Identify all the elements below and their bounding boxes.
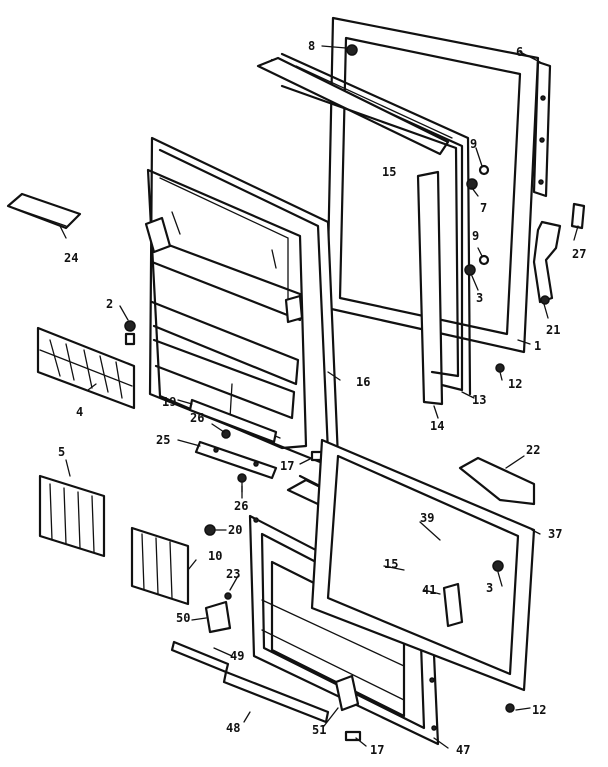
- label-15b: 15: [384, 557, 398, 571]
- label-22: 22: [526, 443, 540, 457]
- lower-vent-grille: [130, 526, 190, 606]
- label-7: 7: [480, 201, 487, 215]
- label-12a: 12: [508, 377, 522, 391]
- label-5: 5: [58, 445, 65, 459]
- label-9a: 9: [470, 137, 477, 151]
- label-41: 41: [422, 583, 436, 597]
- clip-50: [204, 600, 232, 634]
- label-37: 37: [548, 527, 562, 541]
- door-handle: [458, 456, 536, 506]
- label-6: 6: [516, 45, 523, 59]
- label-20: 20: [228, 523, 242, 537]
- hinge-bracket: [532, 220, 562, 305]
- screw-23: [224, 592, 232, 600]
- label-2: 2: [106, 297, 113, 311]
- hinge-cap: [570, 202, 586, 230]
- label-17a: 17: [280, 459, 294, 473]
- screw-9a: [478, 164, 490, 176]
- screw-12a: [495, 363, 505, 373]
- upper-grille: [36, 326, 136, 410]
- screw-3a: [464, 264, 476, 276]
- label-1: 1: [534, 339, 541, 353]
- label-50: 50: [176, 611, 190, 625]
- label-15a: 15: [382, 165, 396, 179]
- screw-8: [346, 44, 358, 56]
- label-16: 16: [356, 375, 370, 389]
- label-4: 4: [76, 405, 83, 419]
- screw-9b: [478, 254, 490, 266]
- label-23: 23: [226, 567, 240, 581]
- label-3b: 3: [486, 581, 493, 595]
- label-51: 51: [312, 723, 326, 737]
- upper-door-inner-frame: [280, 84, 460, 378]
- label-12b: 12: [532, 703, 546, 717]
- label-26b: 26: [234, 499, 248, 513]
- screw-3b: [492, 560, 504, 572]
- label-48: 48: [226, 721, 240, 735]
- leader-lines: [59, 45, 579, 749]
- label-49: 49: [230, 649, 244, 663]
- screw-12b: [505, 703, 515, 713]
- label-25: 25: [156, 433, 170, 447]
- label-8: 8: [308, 39, 315, 53]
- hinge-strip: [532, 60, 552, 198]
- lower-grille: [38, 474, 106, 558]
- screw-17b: [344, 730, 362, 742]
- label-9b: 9: [472, 229, 479, 243]
- label-47: 47: [456, 743, 470, 757]
- part-labels: 6 8 9 7 15 24 27 9 3 2 21 1 4 16 12 19 1…: [58, 39, 586, 757]
- label-21: 21: [546, 323, 560, 337]
- label-26a: 26: [190, 411, 204, 425]
- upper-door-gasket: [256, 52, 472, 396]
- screw-20: [204, 524, 216, 536]
- label-39: 39: [420, 511, 434, 525]
- label-14: 14: [430, 419, 444, 433]
- shelf-bracket-19: [188, 398, 278, 444]
- label-17b: 17: [370, 743, 384, 757]
- shelf-rail-49: [170, 640, 230, 674]
- butter-tray: [6, 192, 82, 230]
- label-27: 27: [572, 247, 586, 261]
- hinge-plate-25: [194, 440, 278, 480]
- thermostat-knob: [124, 320, 136, 346]
- label-19: 19: [162, 395, 176, 409]
- bracket-41: [442, 582, 464, 628]
- lower-door-outer-panel: [310, 438, 536, 692]
- shelf-rail-48: [222, 670, 330, 724]
- label-24: 24: [64, 251, 78, 265]
- label-13: 13: [472, 393, 486, 407]
- upper-breaker-strip: [416, 170, 444, 406]
- label-3a: 3: [476, 291, 483, 305]
- label-10: 10: [208, 549, 222, 563]
- upper-door-liner: [144, 136, 340, 464]
